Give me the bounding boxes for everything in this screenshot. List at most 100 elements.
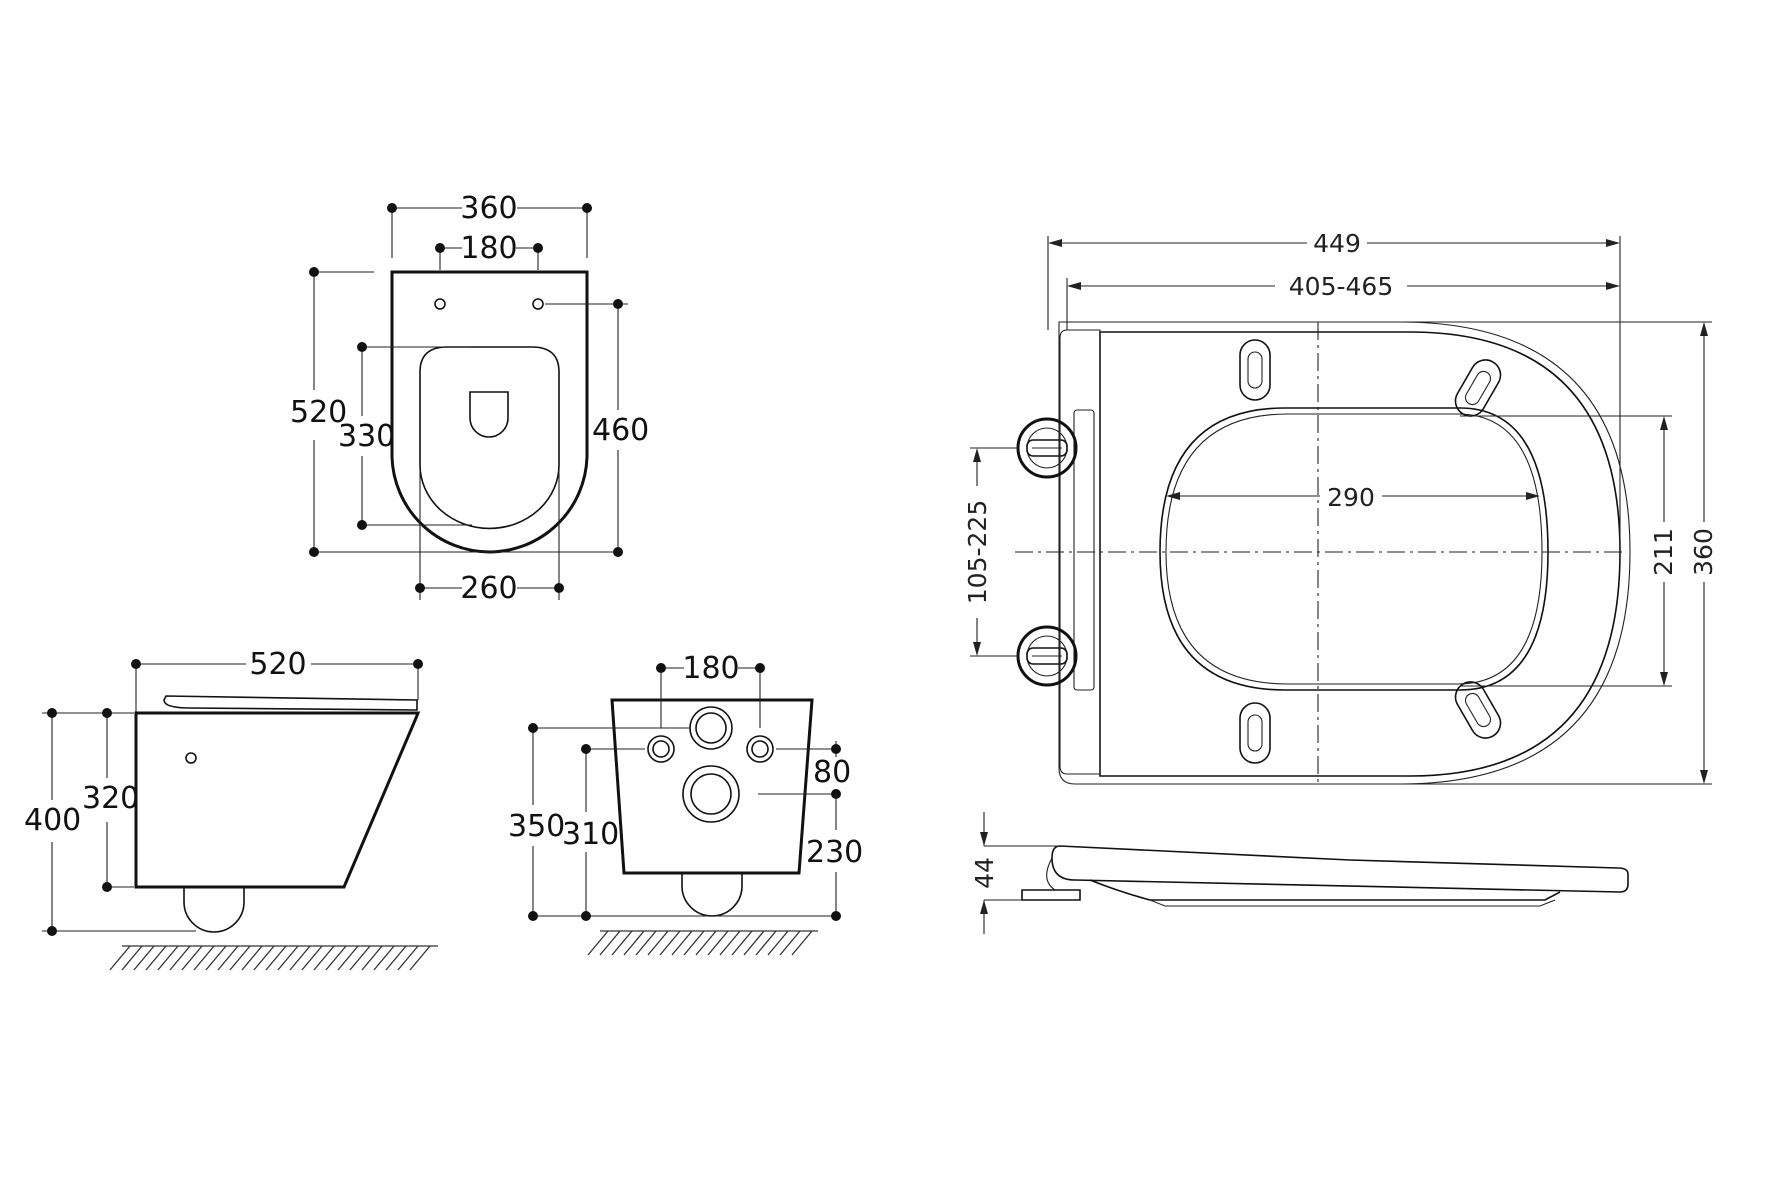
floor-hatch-line <box>623 930 645 956</box>
seat-view-opening-inner <box>1165 413 1543 685</box>
floor-hatch-line <box>337 945 359 971</box>
floor-hatch-line <box>205 945 227 971</box>
seat-view-opening <box>1159 407 1549 691</box>
seat-profile-seat <box>1089 879 1561 901</box>
floor-hatch-line <box>145 945 167 971</box>
floor-hatch-line <box>301 945 323 971</box>
side-view-seat-lid <box>163 695 418 711</box>
floor-hatch-line <box>409 945 431 971</box>
floor-hatch-line <box>277 945 299 971</box>
floor-hatch-line <box>289 945 311 971</box>
seat-view-bumper-bottom-left <box>1239 702 1271 764</box>
floor-hatch-line <box>241 945 263 971</box>
top-view: 360 180 520 330 460 <box>290 191 649 606</box>
seat-view-hinge-plate <box>1059 329 1101 775</box>
side-view-length-label: 520 <box>249 647 306 682</box>
side-view-outlet <box>183 887 245 933</box>
top-view-fixing-spacing-label: 180 <box>460 231 517 266</box>
floor-hatch-line <box>265 945 287 971</box>
floor-hatch-line <box>193 945 215 971</box>
seat-profile-thickness-label: 44 <box>970 857 999 889</box>
seat-view-length-range-label: 405-465 <box>1289 272 1393 301</box>
rear-view-fixing-hole-left-inner <box>652 740 670 758</box>
floor-hatch-line <box>719 930 741 956</box>
rear-view-fixing-offset-label: 80 <box>813 755 851 790</box>
floor-hatch-line <box>635 930 657 956</box>
floor-hatch-line <box>599 930 621 956</box>
seat-profile-hinge-base <box>1021 889 1081 901</box>
floor-hatch-line <box>587 930 609 956</box>
top-view-drain-outline <box>469 391 509 438</box>
rear-view-fixing-hole-right-outer <box>746 735 774 763</box>
seat-view-bumper-top-right <box>1454 359 1502 417</box>
rear-view: 180 350 310 80 230 <box>508 651 863 956</box>
side-view-fixing-hole <box>185 752 197 764</box>
seat-view-hinge-bar <box>1073 409 1095 691</box>
floor-hatch-line <box>671 930 693 956</box>
floor-hatch-line <box>373 945 395 971</box>
rear-view-floor <box>587 930 818 956</box>
rear-view-inlet-pipe-inner <box>695 712 727 744</box>
rear-view-outlet-pipe-outer <box>682 765 740 823</box>
seat-view-bumper-bottom-right <box>1454 681 1502 739</box>
side-view-floor <box>109 945 438 971</box>
top-view-fixing-hole-left <box>434 298 446 310</box>
floor-hatch-line <box>611 930 633 956</box>
floor-hatch-line <box>109 945 131 971</box>
seat-view-inner-width-label: 290 <box>1327 483 1375 512</box>
top-view-width-label: 360 <box>460 191 517 226</box>
side-view-height-body-label: 320 <box>82 781 139 816</box>
rear-view-outlet-pipe-inner <box>690 773 732 815</box>
floor-hatch-line <box>361 945 383 971</box>
side-view-body <box>134 711 421 889</box>
floor-hatch-line <box>683 930 705 956</box>
seat-view-lid-outline <box>1058 321 1631 785</box>
top-view-fixing-hole-right <box>532 298 544 310</box>
top-view-length-label: 520 <box>290 395 347 430</box>
floor-hatch-line <box>169 945 191 971</box>
top-view-fixing-to-front-label: 460 <box>592 413 649 448</box>
rear-view-fixing-height-label: 310 <box>562 817 619 852</box>
floor-hatch-line <box>791 930 813 956</box>
floor-hatch-line <box>731 930 753 956</box>
rear-view-outlet-height-label: 230 <box>806 835 863 870</box>
top-view-bowl-length-label: 330 <box>338 419 395 454</box>
floor-hatch-line <box>755 930 777 956</box>
rear-view-fixing-hole-left-outer <box>647 735 675 763</box>
floor-hatch-line <box>229 945 251 971</box>
seat-view-bumper-top-left <box>1239 339 1271 401</box>
floor-hatch-line <box>133 945 155 971</box>
seat-view-length-label: 449 <box>1313 229 1361 258</box>
floor-hatch-line <box>217 945 239 971</box>
seat-view-width-label: 360 <box>1689 528 1718 576</box>
seat-view-inner-length-label: 211 <box>1649 528 1678 576</box>
side-view: 520 400 320 <box>24 647 438 971</box>
floor-hatch-line <box>157 945 179 971</box>
floor-hatch-line <box>647 930 669 956</box>
floor-hatch-line <box>253 945 275 971</box>
floor-hatch-line <box>121 945 143 971</box>
floor-hatch-line <box>743 930 765 956</box>
seat-profile-view: 44 <box>970 812 1629 934</box>
floor-hatch-line <box>349 945 371 971</box>
seat-view-hinge-bottom <box>1016 625 1078 687</box>
rear-view-inlet-height-label: 350 <box>508 809 565 844</box>
top-view-bowl-outline <box>390 270 589 554</box>
floor-hatch-line <box>695 930 717 956</box>
side-view-height-total-label: 400 <box>24 803 81 838</box>
seat-view: 449 405-465 290 105-225 211 <box>963 229 1718 785</box>
floor-hatch-line <box>325 945 347 971</box>
seat-view-hinge-top <box>1016 417 1078 479</box>
floor-hatch-line <box>707 930 729 956</box>
floor-hatch-line <box>181 945 203 971</box>
floor-hatch-line <box>779 930 801 956</box>
seat-profile-underside <box>1149 899 1556 907</box>
floor-hatch-line <box>385 945 407 971</box>
rear-view-outlet <box>681 873 743 917</box>
seat-view-hinge-range-label: 105-225 <box>963 500 992 604</box>
floor-hatch-line <box>313 945 335 971</box>
floor-hatch-line <box>397 945 419 971</box>
rear-view-fixing-spacing-label: 180 <box>682 651 739 686</box>
seat-profile-lid <box>1051 845 1629 893</box>
